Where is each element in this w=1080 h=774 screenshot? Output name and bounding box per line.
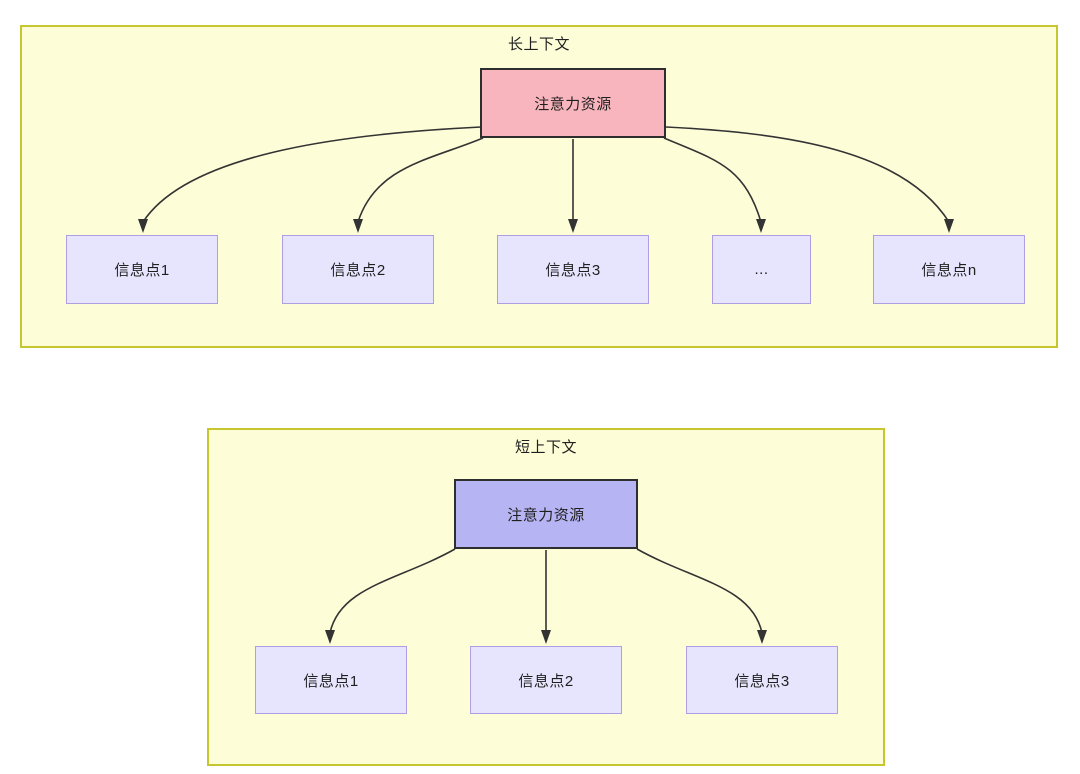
node-info-point-short-2[interactable]: 信息点2 bbox=[470, 646, 622, 714]
node-label: ... bbox=[754, 261, 769, 278]
node-label: 信息点1 bbox=[114, 262, 170, 279]
node-label: 注意力资源 bbox=[507, 506, 585, 524]
node-info-point-long-2[interactable]: 信息点2 bbox=[282, 235, 434, 304]
node-info-point-long-ellipsis[interactable]: ... bbox=[712, 235, 811, 304]
node-info-point-short-3[interactable]: 信息点3 bbox=[686, 646, 838, 714]
node-label: 信息点n bbox=[921, 262, 977, 279]
node-attention-resource-long[interactable]: 注意力资源 bbox=[480, 68, 666, 138]
panel-short-context-title: 短上下文 bbox=[514, 439, 577, 456]
node-label: 注意力资源 bbox=[534, 95, 612, 113]
node-info-point-long-1[interactable]: 信息点1 bbox=[66, 235, 218, 304]
node-info-point-short-1[interactable]: 信息点1 bbox=[255, 646, 407, 714]
node-attention-resource-short[interactable]: 注意力资源 bbox=[454, 479, 638, 549]
panel-long-context-title: 长上下文 bbox=[507, 36, 570, 53]
node-label: 信息点3 bbox=[545, 262, 601, 279]
node-label: 信息点2 bbox=[330, 262, 386, 279]
node-label: 信息点3 bbox=[734, 672, 790, 690]
node-info-point-long-3[interactable]: 信息点3 bbox=[497, 235, 649, 304]
node-label: 信息点1 bbox=[303, 672, 359, 690]
node-info-point-long-n[interactable]: 信息点n bbox=[873, 235, 1025, 304]
node-label: 信息点2 bbox=[518, 672, 574, 690]
